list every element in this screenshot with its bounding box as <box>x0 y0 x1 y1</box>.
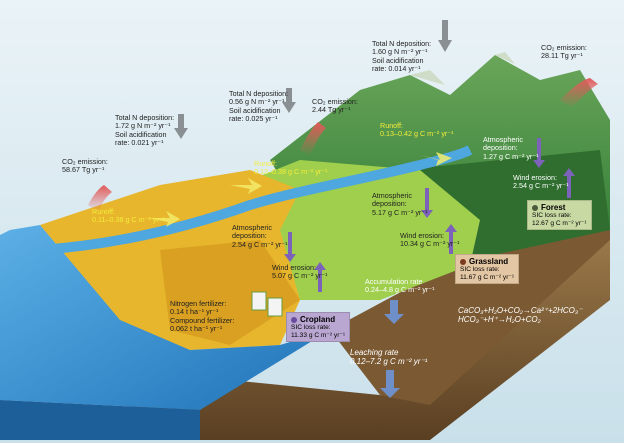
label-line: deposition: <box>232 231 267 241</box>
label-line: 0.13–0.42 g C m⁻² yr⁻¹ <box>380 129 454 139</box>
label-line: 0.12–7.2 g C m⁻² yr⁻¹ <box>350 357 428 367</box>
crop-atm-deposition-label: Atmospheric deposition: 2.54 g C m⁻² yr⁻… <box>232 223 288 249</box>
forest-dot-icon <box>532 204 538 211</box>
accumulation-rate-label: Accumulation rate 0.24–4.8 g C m⁻² yr⁻¹ <box>365 277 435 295</box>
badge-title: Cropland <box>300 315 336 324</box>
label-line: Soil acidification <box>229 105 281 115</box>
grass-n-deposition-label: Total N deposition: 0.56 g N m⁻² yr⁻¹ So… <box>229 89 289 123</box>
label-line: 2.44 Tg yr⁻¹ <box>312 105 351 115</box>
label-line: 58.67 Tg yr⁻¹ <box>62 165 105 175</box>
label-line: Wind erosion: <box>272 263 316 272</box>
label-line: 5.07 g C m⁻² yr⁻¹ <box>272 271 328 281</box>
label-line: 0.12–0.38 g C m⁻² yr⁻¹ <box>254 167 328 177</box>
label-line: Total N deposition: <box>372 39 432 48</box>
label-line: 0.14 t ha⁻¹ yr⁻¹ <box>170 307 219 317</box>
river <box>39 145 473 255</box>
equation-line: HCO₃⁻+H⁺→H₂O+CO₂ <box>458 315 541 325</box>
label-line: Leaching rate <box>350 348 399 357</box>
forest-runoff-label: Runoff: 0.13–0.42 g C m⁻² yr⁻¹ <box>380 121 454 139</box>
forest-atm-deposition-label: Atmospheric deposition: 1.27 g C m⁻² yr⁻… <box>483 135 539 161</box>
n-deposition-arrows <box>174 20 452 139</box>
snow-peak <box>410 70 445 85</box>
label-line: deposition: <box>483 143 518 153</box>
label-line: Wind erosion: <box>513 173 557 182</box>
label-line: Wind erosion: <box>400 231 444 240</box>
badge-subtitle: SIC loss rate: <box>460 266 500 273</box>
label-line: rate: 0.025 yr⁻¹ <box>229 113 278 123</box>
co2-arrows <box>88 78 598 212</box>
grass-atm-deposition-label: Atmospheric deposition: 5.17 g C m⁻² yr⁻… <box>372 191 428 217</box>
badge-subtitle: SIC loss rate: <box>291 324 331 331</box>
label-line: 0.062 t ha⁻¹ yr⁻¹ <box>170 323 223 333</box>
cropland-dot-icon <box>291 316 297 323</box>
equation-line: CaCO₃+H₂O+CO₂→Ca²⁺+2HCO₃⁻ <box>458 306 583 315</box>
forest-wind-erosion-label: Wind erosion: 2.54 g C m⁻² yr⁻¹ <box>513 173 569 191</box>
badge-title: Grassland <box>469 257 509 266</box>
badge-subtitle: SIC loss rate: <box>532 212 572 219</box>
label-line: 1.27 g C m⁻² yr⁻¹ <box>483 151 539 161</box>
label-line: 28.11 Tg yr⁻¹ <box>541 51 583 61</box>
label-line: deposition: <box>372 199 407 209</box>
label-line: CO₂ emission: <box>312 97 358 106</box>
leaching-rate-label: Leaching rate 0.12–7.2 g C m⁻² yr⁻¹ <box>350 348 427 366</box>
label-line: Soil acidification <box>372 55 424 65</box>
label-line: 0.24–4.8 g C m⁻² yr⁻¹ <box>365 285 435 295</box>
label-line: Atmospheric <box>232 223 272 232</box>
water-front <box>0 400 200 440</box>
label-line: 1.72 g N m⁻² yr⁻¹ <box>115 121 171 131</box>
runoff-arrows <box>148 152 452 227</box>
fertilizer-bags <box>251 291 283 317</box>
soil-front <box>130 235 610 440</box>
crop-wind-erosion-label: Wind erosion: 5.07 g C m⁻² yr⁻¹ <box>272 263 328 281</box>
chemical-equations: CaCO₃+H₂O+CO₂→Ca²⁺+2HCO₃⁻ HCO₃⁻+H⁺→H₂O+C… <box>458 306 582 324</box>
cropland-badge: Cropland SIC loss rate: 11.33 g C m⁻² yr… <box>286 312 351 342</box>
crop-runoff-label: Runoff: 0.11–0.38 g C m⁻² yr⁻¹ <box>92 207 165 225</box>
badge-title: Forest <box>541 203 566 212</box>
snow-peak <box>495 52 515 64</box>
label-line: Total N deposition: <box>229 89 289 98</box>
crop-co2-label: CO₂ emission: 58.67 Tg yr⁻¹ <box>62 157 108 175</box>
label-line: 1.60 g N m⁻² yr⁻¹ <box>372 47 428 57</box>
forest-co2-label: CO₂ emission: 28.11 Tg yr⁻¹ <box>541 43 587 61</box>
label-line: 0.56 g N m⁻² yr⁻¹ <box>229 97 285 107</box>
flux-arrows <box>284 138 575 292</box>
label-line: 2.54 g C m⁻² yr⁻¹ <box>513 181 569 191</box>
label-line: CO₂ emission: <box>62 157 108 166</box>
label-line: Atmospheric <box>372 191 412 200</box>
soil-flux-arrows <box>380 300 404 398</box>
label-line: CO₂ emission: <box>541 43 587 52</box>
forest-badge: Forest SIC loss rate: 12.67 g C m⁻² yr⁻¹ <box>527 200 592 230</box>
grass-wind-erosion-label: Wind erosion: 10.34 g C m⁻² yr⁻¹ <box>400 231 460 249</box>
forest-n-deposition-label: Total N deposition: 1.60 g N m⁻² yr⁻¹ So… <box>372 39 432 73</box>
label-line: Accumulation rate <box>365 277 423 286</box>
cropland-field <box>160 240 300 345</box>
label-line: Compound fertilizer: <box>170 315 235 325</box>
label-line: Runoff: <box>380 121 404 130</box>
label-line: Runoff: <box>254 159 278 168</box>
grassland-dot-icon <box>460 258 466 265</box>
label-line: Soil acidification <box>115 129 167 139</box>
label-line: 10.34 g C m⁻² yr⁻¹ <box>400 239 460 249</box>
label-line: Atmospheric <box>483 135 523 144</box>
grass-runoff-label: Runoff: 0.12–0.38 g C m⁻² yr⁻¹ <box>254 159 328 177</box>
label-line: 2.54 g C m⁻² yr⁻¹ <box>232 239 288 249</box>
water-top <box>0 225 330 410</box>
label-line: 5.17 g C m⁻² yr⁻¹ <box>372 207 428 217</box>
grass-co2-label: CO₂ emission: 2.44 Tg yr⁻¹ <box>312 97 358 115</box>
label-line: Total N deposition: <box>115 113 175 122</box>
badge-value: 11.67 g C m⁻² yr⁻¹ <box>460 274 515 281</box>
label-line: rate: 0.014 yr⁻¹ <box>372 63 421 73</box>
label-line: 0.11–0.38 g C m⁻² yr⁻¹ <box>92 215 165 225</box>
grassland-badge: Grassland SIC loss rate: 11.67 g C m⁻² y… <box>455 254 520 284</box>
label-line: rate: 0.021 yr⁻¹ <box>115 137 164 147</box>
badge-value: 11.33 g C m⁻² yr⁻¹ <box>291 332 346 339</box>
label-line: Runoff: <box>92 207 116 216</box>
badge-value: 12.67 g C m⁻² yr⁻¹ <box>532 220 587 227</box>
crop-n-deposition-label: Total N deposition: 1.72 g N m⁻² yr⁻¹ So… <box>115 113 175 147</box>
fertilizer-label: Nitrogen fertilizer: 0.14 t ha⁻¹ yr⁻¹ Co… <box>170 299 235 333</box>
label-line: Nitrogen fertilizer: <box>170 299 227 308</box>
